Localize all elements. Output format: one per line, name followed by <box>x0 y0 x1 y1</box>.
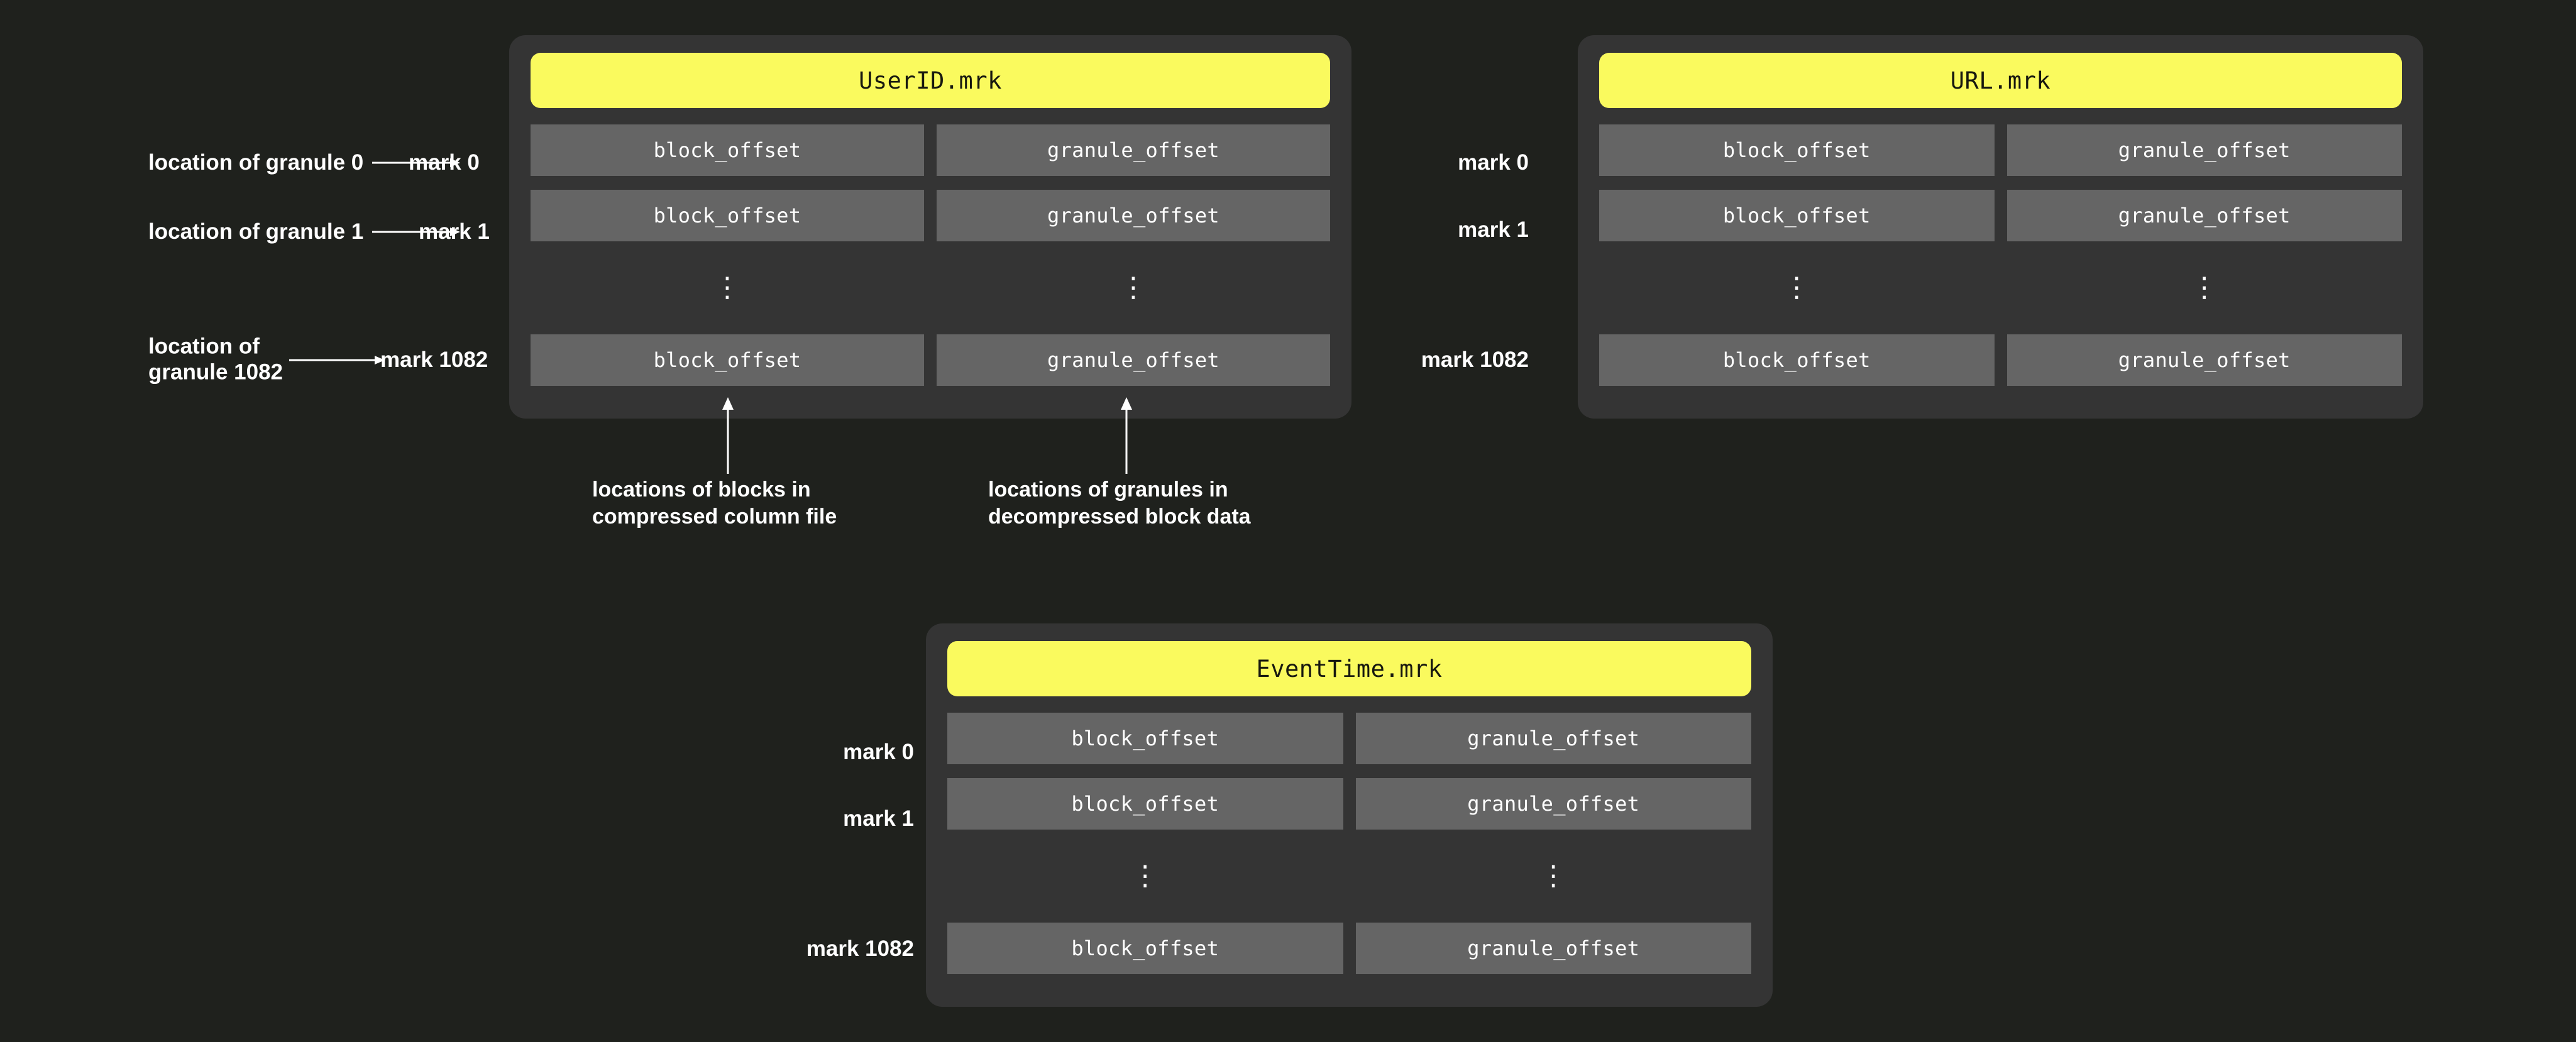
card-title-userid: UserID.mrk <box>531 53 1330 108</box>
granule-note-1-arrow <box>372 228 460 236</box>
mark-row: block_offset granule_offset <box>947 923 1751 974</box>
granule-offset-cell[interactable]: granule_offset <box>2006 190 2402 241</box>
mark-row-ellipsis: ⋮ ⋮ <box>947 843 1751 909</box>
block-offset-cell[interactable]: block_offset <box>531 190 924 241</box>
block-offset-cell[interactable]: block_offset <box>531 124 924 176</box>
granules-callout-arrow <box>1121 397 1132 474</box>
vertical-ellipsis-icon: ⋮ <box>1120 271 1147 304</box>
mark-row: block_offset granule_offset <box>947 778 1751 830</box>
granule-note-0-arrow <box>372 158 460 167</box>
vertical-ellipsis-icon: ⋮ <box>1539 860 1568 892</box>
granule-note-1082-arrow <box>289 356 385 365</box>
mark-file-card-eventtime: EventTime.mrk block_offset granule_offse… <box>926 623 1773 1007</box>
block-offset-cell[interactable]: block_offset <box>1599 190 1995 241</box>
block-offset-cell[interactable]: block_offset <box>1599 334 1995 386</box>
granule-note-0-target: mark 0 <box>409 150 480 175</box>
mark-rows-eventtime: block_offset granule_offset block_offset… <box>947 713 1751 974</box>
mark-label-url-1082: mark 1082 <box>1421 348 1529 372</box>
block-offset-cell[interactable]: block_offset <box>531 334 924 386</box>
granule-note-1082-target: mark 1082 <box>380 348 488 372</box>
mark-label-url-0: mark 0 <box>1458 150 1529 175</box>
granule-offset-cell[interactable]: granule_offset <box>1355 713 1751 764</box>
blocks-callout-arrow <box>722 397 734 474</box>
vertical-ellipsis-icon: ⋮ <box>1783 271 1811 304</box>
mark-label-eventtime-1: mark 1 <box>843 806 914 831</box>
mark-row-ellipsis: ⋮ ⋮ <box>1599 255 2402 321</box>
mark-file-card-userid: UserID.mrk block_offset granule_offset b… <box>509 35 1351 419</box>
granule-note-1-target: mark 1 <box>419 219 490 244</box>
mark-label-eventtime-0: mark 0 <box>843 740 914 764</box>
block-offset-cell[interactable]: block_offset <box>1599 124 1995 176</box>
mark-file-card-url: URL.mrk block_offset granule_offset bloc… <box>1578 35 2423 419</box>
mark-row: block_offset granule_offset <box>531 190 1330 241</box>
mark-row: block_offset granule_offset <box>947 713 1751 764</box>
granule-offset-cell[interactable]: granule_offset <box>1355 778 1751 830</box>
block-offset-cell[interactable]: block_offset <box>947 923 1343 974</box>
card-title-url: URL.mrk <box>1599 53 2402 108</box>
granule-offset-cell[interactable]: granule_offset <box>937 124 1330 176</box>
mark-row: block_offset granule_offset <box>1599 190 2402 241</box>
mark-rows-userid: block_offset granule_offset block_offset… <box>531 124 1330 386</box>
mark-row-ellipsis: ⋮ ⋮ <box>531 255 1330 321</box>
mark-row: block_offset granule_offset <box>531 124 1330 176</box>
mark-label-url-1: mark 1 <box>1458 217 1529 242</box>
vertical-ellipsis-icon: ⋮ <box>2190 271 2218 304</box>
granule-offset-cell[interactable]: granule_offset <box>937 334 1330 386</box>
mark-row: block_offset granule_offset <box>1599 334 2402 386</box>
granule-offset-cell[interactable]: granule_offset <box>2006 124 2402 176</box>
granule-note-0-source: location of granule 0 <box>148 150 364 175</box>
block-offset-cell[interactable]: block_offset <box>947 778 1343 830</box>
card-title-eventtime: EventTime.mrk <box>947 641 1751 696</box>
mark-row: block_offset granule_offset <box>531 334 1330 386</box>
mark-row: block_offset granule_offset <box>1599 124 2402 176</box>
blocks-callout-text: locations of blocks in compressed column… <box>592 478 837 529</box>
mark-label-eventtime-1082: mark 1082 <box>806 936 914 961</box>
granule-note-1082-source: location of granule 1082 <box>148 334 283 385</box>
mark-rows-url: block_offset granule_offset block_offset… <box>1599 124 2402 386</box>
vertical-ellipsis-icon: ⋮ <box>1131 860 1159 892</box>
granules-callout-text: locations of granules in decompressed bl… <box>988 478 1251 529</box>
granule-offset-cell[interactable]: granule_offset <box>1355 923 1751 974</box>
block-offset-cell[interactable]: block_offset <box>947 713 1343 764</box>
granule-offset-cell[interactable]: granule_offset <box>937 190 1330 241</box>
granule-note-1-source: location of granule 1 <box>148 219 364 244</box>
granule-offset-cell[interactable]: granule_offset <box>2006 334 2402 386</box>
vertical-ellipsis-icon: ⋮ <box>713 271 741 304</box>
